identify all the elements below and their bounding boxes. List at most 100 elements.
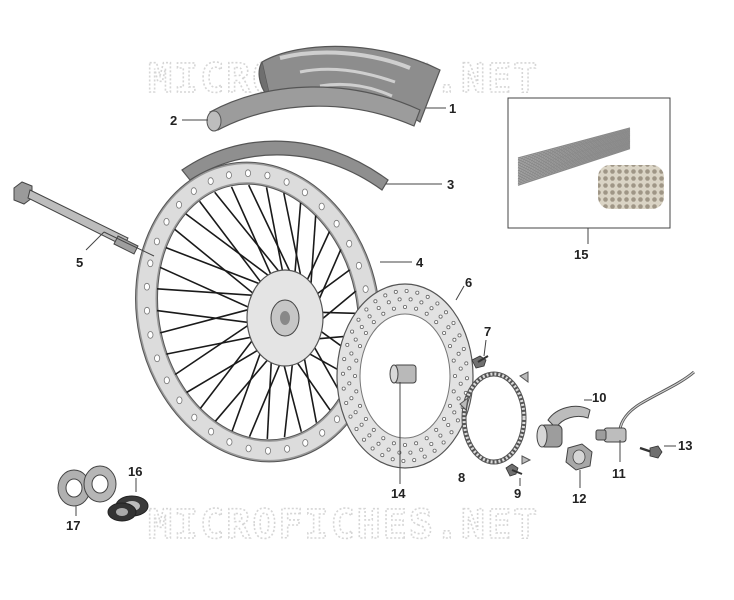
kit-spoke (517, 142, 631, 180)
rim-hole (147, 331, 154, 339)
disc-hole (349, 351, 354, 356)
disc-hole (352, 373, 357, 378)
spoke (156, 288, 266, 297)
callout-12: 12 (572, 491, 586, 506)
disc-hole (441, 440, 446, 445)
disc-hole (347, 381, 352, 386)
disc-hole (452, 337, 457, 342)
wheel-assembly (135, 161, 381, 463)
kit-spoke (517, 145, 631, 183)
disc-hole (443, 310, 448, 315)
kit-spoke (517, 141, 631, 178)
disc-hole (402, 442, 407, 447)
spoke (230, 186, 277, 287)
rim-hole (302, 439, 309, 447)
rim-band (181, 140, 389, 191)
disc-hole (447, 344, 452, 349)
kit-spoke (517, 139, 631, 175)
disc-hole (452, 410, 457, 415)
disc-hole (458, 366, 463, 371)
disc-hole (357, 344, 362, 349)
rim-hole (264, 446, 271, 455)
disc-hole (424, 311, 429, 316)
rim-hole (283, 178, 290, 186)
disc-hole (348, 414, 353, 419)
disc-hole (354, 358, 359, 363)
spoke (198, 200, 269, 293)
callout-16: 16 (128, 464, 142, 479)
disc-hole (455, 418, 460, 423)
disc-hole (456, 396, 461, 401)
rim-hole (362, 285, 369, 293)
disc-hole (344, 400, 349, 405)
disc-hole (434, 427, 439, 432)
disc-hole (370, 446, 375, 451)
rim-hole (143, 306, 150, 315)
disc-hole (381, 311, 386, 316)
rim-hole (333, 415, 340, 424)
rim-hole (226, 438, 233, 446)
disc-hole (342, 357, 347, 362)
disc-hole (414, 306, 419, 311)
callout-15: 15 (574, 247, 588, 262)
disc-hole (404, 288, 409, 293)
disc-hole (354, 389, 359, 394)
rim-hole (163, 218, 170, 226)
disc-hole (373, 299, 378, 304)
disc-hole (452, 373, 457, 378)
disc-hole (383, 293, 388, 298)
callout-8: 8 (458, 470, 465, 485)
disc-hole (424, 436, 429, 441)
rim-hole (175, 201, 182, 209)
disc-hole (451, 358, 456, 363)
disc-hole (461, 346, 466, 351)
callout-7: 7 (484, 324, 491, 339)
disc-hole (376, 441, 381, 446)
speed-sensor-bracket (536, 405, 591, 448)
disc-hole (356, 317, 361, 322)
rim-hole (207, 177, 214, 185)
callout-2: 2 (170, 113, 177, 128)
wheel-bearings (57, 465, 117, 507)
disc-hole (464, 361, 469, 366)
disc-hole (341, 386, 346, 391)
disc-hole (345, 342, 350, 347)
rim-hole (319, 429, 326, 437)
disc-hole (447, 403, 452, 408)
disc-hole (456, 351, 461, 356)
rim-hole (147, 259, 154, 268)
disc-hole (386, 447, 391, 452)
disc-hole (381, 436, 386, 441)
disc-hole (340, 371, 345, 376)
spoke (248, 351, 286, 438)
rim-hole (163, 376, 170, 385)
callout-17: 17 (66, 518, 80, 533)
spoke (165, 246, 273, 290)
disc-hole (446, 325, 451, 330)
callout-9: 9 (514, 486, 521, 501)
abs-tone-ring (459, 371, 532, 465)
spoke (156, 309, 260, 325)
spoke (174, 317, 260, 376)
disc-hole (361, 437, 366, 442)
disc-hole (419, 447, 424, 452)
disc-hole (371, 427, 376, 432)
disc-hole (391, 441, 396, 446)
kit-spoke (517, 133, 631, 167)
disc-hole (367, 314, 372, 319)
disc-bolt (471, 355, 489, 369)
leader-lines (75, 107, 676, 516)
disc-hole (391, 306, 396, 311)
kit-spoke (517, 140, 631, 177)
spoke (159, 305, 261, 334)
spoke (166, 334, 263, 355)
callout-13: 13 (678, 438, 692, 453)
rim-hole (346, 239, 353, 248)
disc-hole (359, 324, 364, 329)
disc-hole (449, 430, 454, 435)
spoke-kit-box (507, 97, 671, 229)
spoke (231, 339, 266, 432)
disc-hole (347, 366, 352, 371)
rim-hole (301, 188, 308, 197)
spoke (185, 213, 281, 286)
